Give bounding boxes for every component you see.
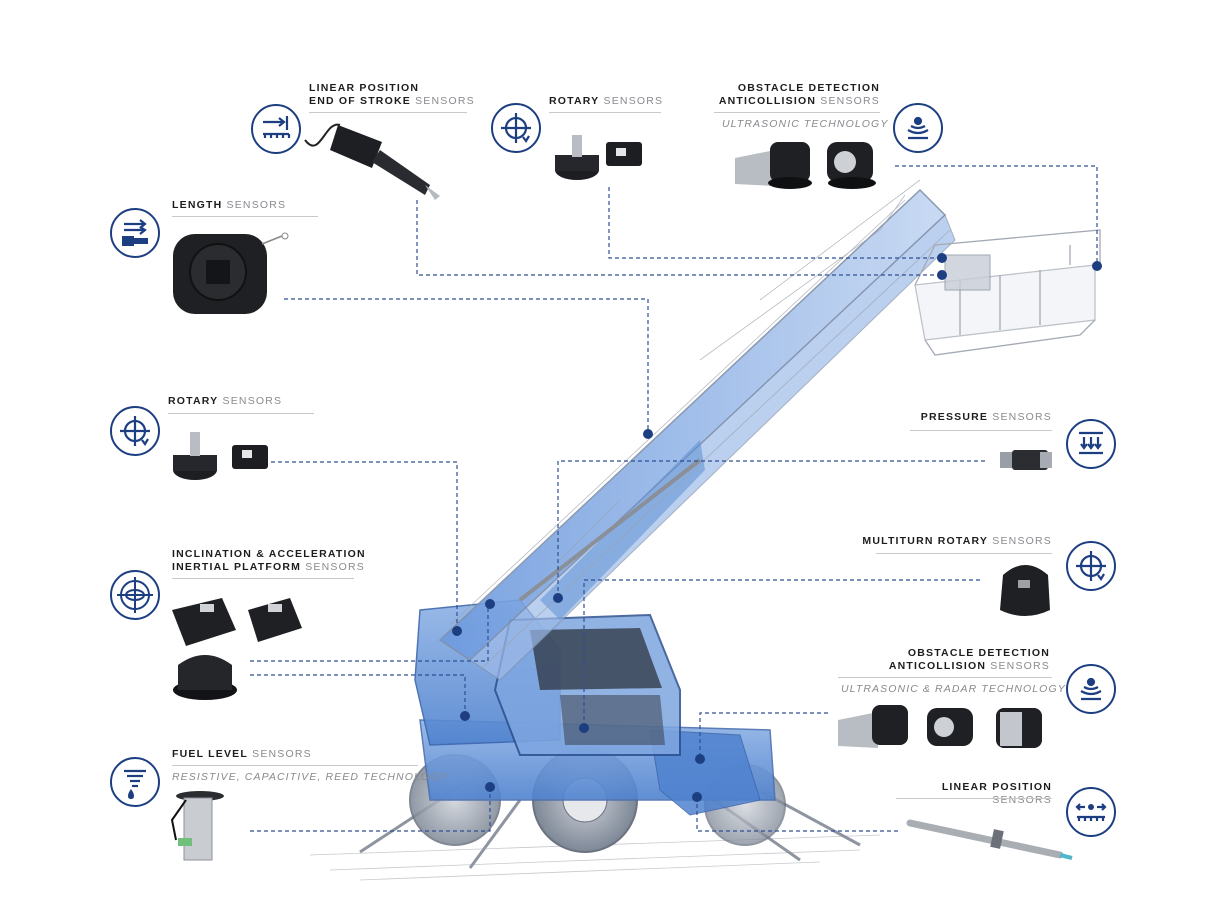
label-obstacle-bottom: OBSTACLE DETECTION ANTICOLLISION SENSORS — [888, 647, 1050, 672]
connector-lines — [250, 165, 1098, 832]
label-linear-end-stroke: LINEAR POSITION END OF STROKE SENSORS — [309, 82, 475, 107]
product-pressure-sensor — [1000, 450, 1052, 470]
product-ultrasonic-radar-sensors — [838, 705, 1042, 748]
label-fuel-level: FUEL LEVEL SENSORS — [172, 748, 312, 760]
product-linear-end-stroke-sensor — [304, 123, 440, 200]
product-rotary-sensor-left — [173, 432, 268, 480]
label-linear-position: LINEAR POSITION SENSORS — [941, 781, 1052, 806]
label-rotary-top: ROTARY SENSORS — [549, 95, 664, 107]
label-inclination: INCLINATION & ACCELERATION INERTIAL PLAT… — [172, 548, 366, 573]
product-multiturn-rotary-sensor — [1000, 565, 1050, 616]
rotary-icon — [1066, 541, 1116, 591]
linear-end-stroke-icon — [251, 104, 301, 154]
inclination-icon — [110, 570, 160, 620]
product-rotary-sensor-top — [555, 135, 642, 180]
tech-fuel: RESISTIVE, CAPACITIVE, REED TECHNOLOGY — [172, 771, 448, 783]
linear-position-icon — [1066, 787, 1116, 837]
label-length: LENGTH SENSORS — [172, 199, 287, 211]
product-ultrasonic-sensors-top — [735, 142, 876, 189]
telehandler-machine — [309, 179, 1101, 881]
rotary-icon — [110, 406, 160, 456]
label-obstacle-top: OBSTACLE DETECTION ANTICOLLISION SENSORS — [718, 82, 880, 107]
tech-ultrasonic: ULTRASONIC TECHNOLOGY — [722, 118, 889, 130]
product-length-sensor — [173, 232, 289, 314]
product-fuel-level-sensor — [170, 791, 224, 861]
ultrasonic-icon — [1066, 664, 1116, 714]
product-inclination-sensors — [172, 598, 302, 700]
label-multiturn: MULTITURN ROTARY SENSORS — [862, 535, 1052, 547]
length-icon — [110, 208, 160, 258]
connector-dots — [452, 253, 1102, 802]
label-rotary-left: ROTARY SENSORS — [168, 395, 283, 407]
product-linear-position-sensor — [906, 819, 1073, 860]
tech-ultrasonic-radar: ULTRASONIC & RADAR TECHNOLOGY — [841, 683, 1066, 695]
pressure-icon — [1066, 419, 1116, 469]
label-pressure: PRESSURE SENSORS — [920, 411, 1052, 423]
fuel-level-icon — [110, 757, 160, 807]
ultrasonic-icon — [893, 103, 943, 153]
rotary-icon — [491, 103, 541, 153]
